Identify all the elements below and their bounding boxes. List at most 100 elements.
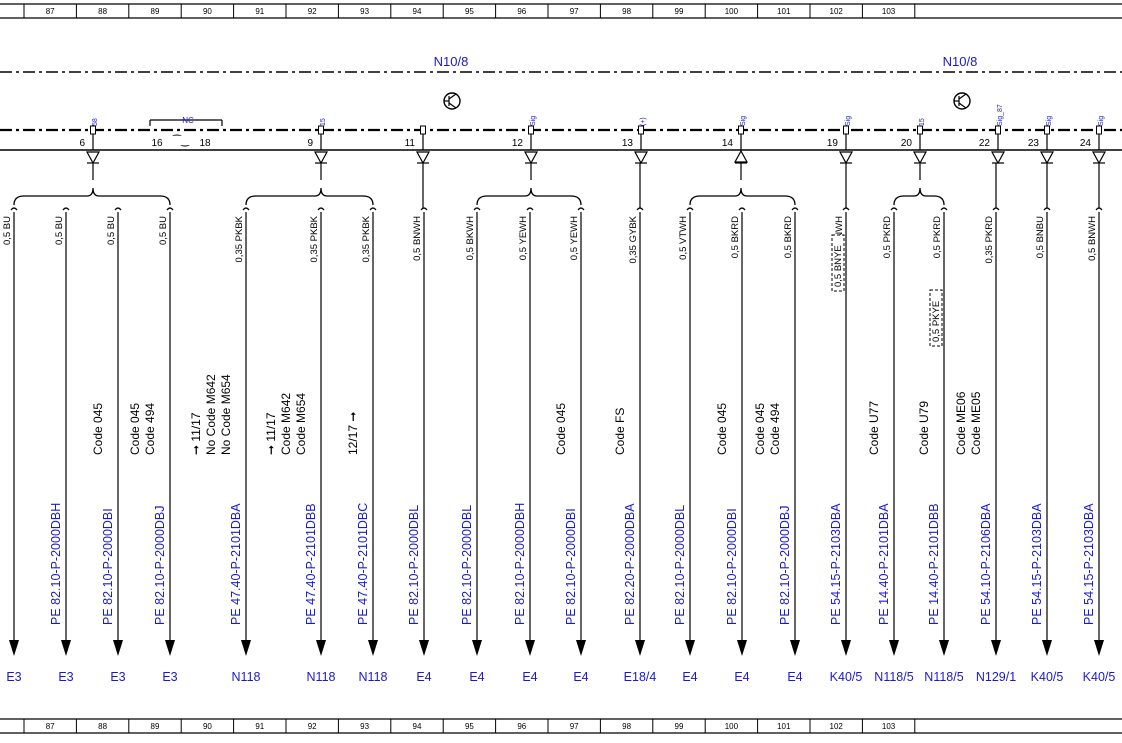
code-note: Code 045 — [554, 403, 568, 455]
pin-terminal — [995, 125, 1001, 135]
wire-designation: 0,5 YEWH — [569, 216, 580, 260]
wire-break-mark — [317, 207, 325, 211]
pin-signal-label: Sig_87 — [997, 104, 1004, 126]
ruler-column-number: 97 — [570, 722, 579, 731]
code-note: Code 045 — [715, 403, 729, 455]
wire-designation: 0,5 BKRD — [730, 216, 741, 258]
pin-number: 18 — [199, 138, 211, 149]
module-label: N10/8 — [434, 54, 469, 69]
wire-break-mark — [166, 207, 174, 211]
destination-label: E3 — [6, 670, 21, 684]
connector-triangle — [990, 151, 1006, 165]
pin-signal-label: (+) — [640, 117, 647, 126]
code-note: No Code M642 — [204, 374, 218, 455]
code-note: Code ME06 — [954, 391, 968, 455]
transistor-collector — [448, 93, 457, 100]
ruler-column-number: 90 — [203, 7, 212, 16]
connector-triangle — [838, 151, 854, 165]
code-note: Code ME05 — [969, 391, 983, 455]
wire-break-mark — [940, 207, 948, 211]
destination-label: N118 — [307, 670, 336, 684]
wire-break-mark — [526, 207, 534, 211]
ruler-column-number: 101 — [777, 7, 791, 16]
wire-designation: 0,5 BU — [54, 216, 65, 245]
pin-terminal — [528, 125, 534, 135]
code-note: Code 494 — [768, 403, 782, 455]
wire-designation: 0,5 YEWH — [518, 216, 529, 260]
ruler-column-number: 100 — [725, 722, 739, 731]
code-note: Code U77 — [867, 401, 881, 455]
ruler-column-number: 93 — [360, 722, 369, 731]
code-note: Code 494 — [143, 403, 157, 455]
wire-break-mark — [992, 207, 1000, 211]
pe-reference: PE 47.40-P-2101DBA — [229, 503, 243, 625]
destination-label: E3 — [162, 670, 177, 684]
alt-wire-box — [929, 289, 943, 347]
pin-number: 24 — [1080, 138, 1092, 149]
wire-arrowhead — [419, 640, 429, 656]
wire-arrowhead — [737, 640, 747, 656]
destination-label: E4 — [573, 670, 588, 684]
connector-triangle — [415, 151, 431, 165]
ruler-column-number: 99 — [675, 722, 684, 731]
wire-designation: 0,35 PKBK — [234, 215, 245, 262]
ruler-column-number: 98 — [622, 7, 631, 16]
wire-break-mark — [242, 207, 250, 211]
destination-label: E4 — [734, 670, 749, 684]
destination-label: E4 — [522, 670, 537, 684]
connector-triangle — [313, 151, 329, 165]
destination-label: N129/1 — [976, 670, 1016, 684]
ruler-column-number: 96 — [517, 7, 526, 16]
ruler-column-number: 92 — [308, 722, 317, 731]
pin-number: 14 — [722, 138, 734, 149]
transistor-emitter — [958, 102, 967, 109]
pin-terminal — [738, 125, 744, 135]
pe-reference: PE 54.15-P-2103DBA — [1082, 503, 1096, 625]
ruler-column-number: 87 — [46, 722, 55, 731]
wire-break-mark — [636, 207, 644, 211]
wire-break-mark — [10, 207, 18, 211]
ruler-column-number: 103 — [882, 722, 896, 731]
wire-arrowhead — [165, 640, 175, 656]
wire-arrowhead — [113, 640, 123, 656]
pe-reference: PE 14.40-P-2101DBB — [927, 503, 941, 625]
pin-terminal — [318, 125, 324, 135]
wire-break-mark — [738, 207, 746, 211]
code-note: Code M642 — [279, 393, 293, 455]
connector-triangle — [523, 151, 539, 165]
pin-number: 20 — [901, 138, 913, 149]
splice-brace — [893, 187, 945, 206]
pin-number: 19 — [827, 138, 839, 149]
wire-designation: 0,5 BU — [106, 216, 117, 245]
pe-reference: PE 54.10-P-2106DBA — [979, 503, 993, 625]
connector-triangle — [633, 151, 649, 165]
code-note: ➞ 11/17 — [189, 412, 203, 455]
transistor-symbol — [953, 92, 971, 110]
wire-designation: 0,35 GYBK — [628, 215, 639, 263]
transistor-symbol — [443, 92, 461, 110]
destination-label: E4 — [682, 670, 697, 684]
pe-reference: PE 82.10-P-2000DBI — [564, 508, 578, 625]
code-note: No Code M654 — [219, 374, 233, 455]
wire-arrowhead — [685, 640, 695, 656]
ruler-column-number: 94 — [413, 7, 422, 16]
wire-designation: 0,5 BKWH — [465, 216, 476, 260]
destination-label: E4 — [469, 670, 484, 684]
destination-label: K40/5 — [1083, 670, 1116, 684]
wire-break-mark — [420, 207, 428, 211]
pe-reference: PE 82.10-P-2000DBL — [407, 505, 421, 625]
pin-terminal — [1044, 125, 1050, 135]
wire-arrowhead — [316, 640, 326, 656]
pin-signal-label: Sig — [1046, 116, 1053, 126]
wire-arrowhead — [61, 640, 71, 656]
pe-reference: PE 82.10-P-2000DBI — [101, 508, 115, 625]
pin-terminal — [420, 125, 426, 135]
wire-break-mark — [369, 207, 377, 211]
pin-number: 6 — [79, 138, 85, 149]
wire-arrowhead — [241, 640, 251, 656]
destination-label: E4 — [416, 670, 431, 684]
wire-designation: 0,5 VTWH — [678, 216, 689, 260]
